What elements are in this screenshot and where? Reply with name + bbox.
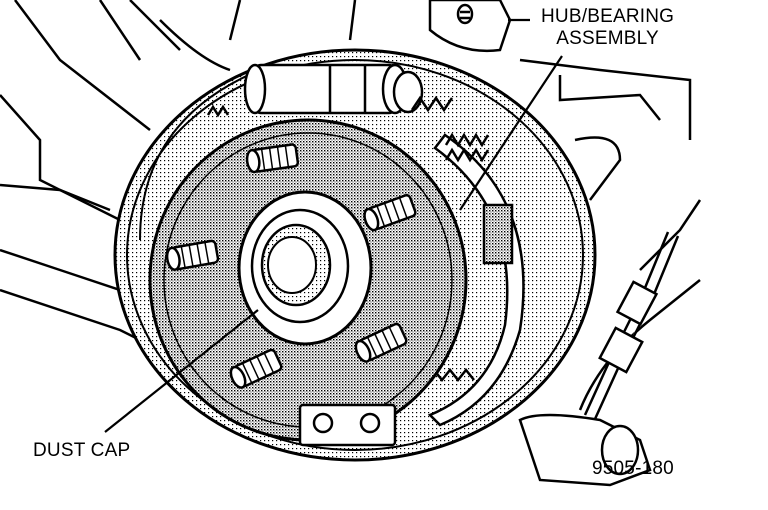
hub-bearing-label-line2: ASSEMBLY [556, 28, 659, 49]
wheel-stud [363, 194, 417, 232]
wheel-studs [165, 143, 417, 389]
hub-leader-line [459, 55, 563, 211]
lower-bolts [298, 403, 397, 447]
dust-cap [237, 190, 373, 346]
background-structure [0, 0, 702, 411]
hub-bearing-label-line1: HUB/BEARING [541, 6, 675, 27]
wheel-stud [245, 143, 300, 174]
dust-cap-leader-line [104, 309, 259, 433]
leader-lines [104, 18, 563, 433]
figure-number: 9505-180 [592, 458, 674, 479]
adjuster-housing [518, 413, 652, 487]
wheel-cylinder [243, 63, 424, 115]
brake-line-fitting [583, 231, 680, 420]
wheel-stud [229, 348, 283, 389]
wheel-stud [354, 322, 408, 363]
hub-bearing-label: HUB/BEARING ASSEMBLY [541, 6, 674, 50]
wheel-stud [165, 239, 220, 271]
hub-mount [428, 0, 512, 52]
brake-shoe [427, 133, 525, 427]
dust-cap-label: DUST CAP [33, 440, 131, 461]
